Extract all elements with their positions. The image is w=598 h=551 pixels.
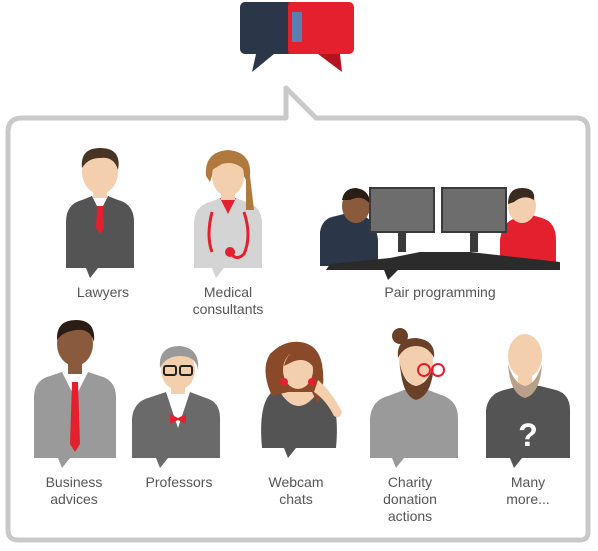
hipster-icon [370, 328, 458, 468]
professor-icon [132, 346, 220, 468]
unknown-person-icon [486, 334, 570, 468]
label-medical-consultants: Medical consultants [192, 284, 264, 317]
pair-programming-icon [320, 187, 560, 280]
lawyer-icon [66, 148, 134, 278]
chat-logo-icon [240, 2, 354, 72]
speech-bubble-frame [5, 85, 591, 543]
businessman-icon [34, 320, 116, 468]
label-charity-donation-actions: Charity donation actions [383, 474, 437, 524]
label-lawyers: Lawyers [76, 284, 130, 300]
label-business-advices: Business advices [45, 474, 103, 507]
webcam-woman-icon [261, 341, 342, 458]
label-pair-programming: Pair programming [384, 284, 496, 300]
doctor-icon [194, 150, 262, 278]
label-webcam-chats: Webcam chats [268, 474, 324, 507]
question-mark: ? [518, 417, 538, 453]
label-many-more: Many more... [506, 474, 550, 507]
label-professors: Professors [145, 474, 213, 490]
